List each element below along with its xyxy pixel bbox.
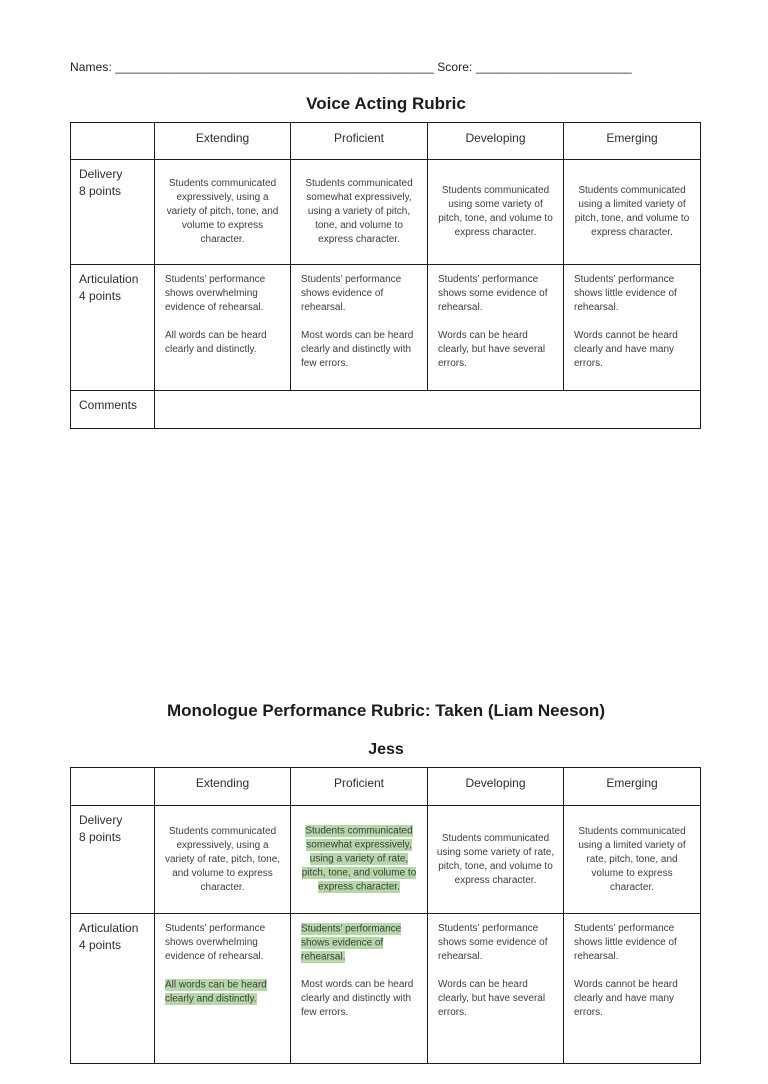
cell-paragraph: Students communicated using some variety… bbox=[436, 832, 555, 888]
rubric-title: Monologue Performance Rubric: Taken (Lia… bbox=[167, 701, 605, 720]
column-header-developing: Developing bbox=[427, 122, 564, 160]
cell-paragraph: Students’ performance shows overwhelming… bbox=[165, 273, 282, 315]
score-underline: _______________________ bbox=[475, 60, 632, 74]
cell-text: Words can be heard clearly, but have sev… bbox=[438, 330, 546, 369]
column-header-extending: Extending bbox=[154, 767, 291, 806]
comments-input-cell bbox=[154, 390, 701, 429]
column-header-proficient: Proficient bbox=[290, 767, 428, 806]
cell-text: Students’ performance shows little evide… bbox=[574, 923, 677, 962]
row-label: Articulation 4 points bbox=[70, 264, 155, 391]
cell-paragraph: All words can be heard clearly and disti… bbox=[165, 978, 282, 1006]
cell-paragraph: Students communicated using a limited va… bbox=[572, 825, 692, 895]
rubric-cell: Students’ performance shows little evide… bbox=[563, 913, 701, 1064]
cell-paragraph: Students communicated using some variety… bbox=[436, 184, 555, 240]
rubric-cell: Students’ performance shows little evide… bbox=[563, 264, 701, 391]
cell-paragraph: Students’ performance shows overwhelming… bbox=[165, 922, 282, 964]
cell-text: Students’ performance shows some evidenc… bbox=[438, 923, 548, 962]
row-label: Articulation 4 points bbox=[70, 913, 155, 1064]
rubric-cell: Students’ performance shows overwhelming… bbox=[154, 264, 291, 391]
cell-paragraph: Students’ performance shows evidence of … bbox=[301, 273, 419, 315]
cell-paragraph: Students’ performance shows evidence of … bbox=[301, 922, 419, 964]
cell-text: Students communicated expressively, usin… bbox=[164, 825, 281, 893]
cell-paragraph: Students’ performance shows little evide… bbox=[574, 273, 692, 315]
rubric-subtitle: Jess bbox=[368, 741, 404, 758]
rubric-cell: Students’ performance shows overwhelming… bbox=[154, 913, 291, 1064]
cell-paragraph: Students’ performance shows some evidenc… bbox=[438, 273, 555, 315]
cell-paragraph: Words cannot be heard clearly and have m… bbox=[574, 329, 692, 371]
cell-paragraph: Students communicated using a limited va… bbox=[572, 184, 692, 240]
cell-text: Students’ performance shows evidence of … bbox=[301, 274, 402, 313]
highlighted-text: Students communicated somewhat expressiv… bbox=[301, 825, 417, 893]
names-label: Names: bbox=[70, 60, 112, 74]
cell-text: Students’ performance shows little evide… bbox=[574, 274, 677, 313]
corner-cell bbox=[70, 767, 155, 806]
column-header-developing: Developing bbox=[427, 767, 564, 806]
highlighted-text: Students’ performance shows evidence of … bbox=[301, 922, 402, 963]
cell-text: Students’ performance shows some evidenc… bbox=[438, 274, 548, 313]
rubric-cell: Students’ performance shows evidence of … bbox=[290, 264, 428, 391]
rubric-cell: Students communicated expressively, usin… bbox=[154, 159, 291, 265]
cell-paragraph: Words cannot be heard clearly and have m… bbox=[574, 978, 692, 1020]
column-header-extending: Extending bbox=[154, 122, 291, 160]
score-label: Score: bbox=[437, 60, 473, 74]
rubric-cell: Students’ performance shows some evidenc… bbox=[427, 913, 564, 1064]
cell-text: Students communicated using some variety… bbox=[438, 185, 553, 238]
column-header-emerging: Emerging bbox=[563, 767, 701, 806]
document-page: Names: _________________________________… bbox=[0, 60, 702, 1064]
cell-text: Students communicated somewhat expressiv… bbox=[305, 178, 413, 245]
rubric-cell: Students communicated somewhat expressiv… bbox=[290, 159, 428, 265]
cell-text: Words cannot be heard clearly and have m… bbox=[574, 979, 678, 1018]
rubric-cell: Students communicated expressively, usin… bbox=[154, 805, 291, 914]
cell-text: Students communicated using a limited va… bbox=[578, 825, 686, 893]
cell-paragraph: Students’ performance shows some evidenc… bbox=[438, 922, 555, 964]
cell-text: Students’ performance shows overwhelming… bbox=[165, 923, 266, 962]
comments-label: Comments bbox=[70, 390, 155, 429]
cell-paragraph: All words can be heard clearly and disti… bbox=[165, 329, 282, 357]
cell-text: Students communicated using a limited va… bbox=[574, 185, 690, 238]
cell-text: Most words can be heard clearly and dist… bbox=[301, 330, 414, 369]
rubric-cell: Students’ performance shows some evidenc… bbox=[427, 264, 564, 391]
cell-paragraph: Students communicated somewhat expressiv… bbox=[299, 177, 419, 247]
cell-paragraph: Students communicated expressively, usin… bbox=[163, 177, 282, 247]
cell-text: Students communicated expressively, usin… bbox=[166, 178, 279, 245]
rubric-cell: Students communicated using a limited va… bbox=[563, 159, 701, 265]
cell-paragraph: Words can be heard clearly, but have sev… bbox=[438, 978, 555, 1020]
rubric-cell: Students’ performance shows evidence of … bbox=[290, 913, 428, 1064]
corner-cell bbox=[70, 122, 155, 160]
names-underline: ________________________________________… bbox=[115, 60, 434, 74]
cell-paragraph: Most words can be heard clearly and dist… bbox=[301, 978, 419, 1020]
cell-paragraph: Students’ performance shows little evide… bbox=[574, 922, 692, 964]
rubric-section: Monologue Performance Rubric: Taken (Lia… bbox=[70, 701, 702, 1064]
cell-paragraph: Students communicated expressively, usin… bbox=[163, 825, 282, 895]
row-label: Delivery 8 points bbox=[70, 159, 155, 265]
cell-paragraph: Words can be heard clearly, but have sev… bbox=[438, 329, 555, 371]
column-header-proficient: Proficient bbox=[290, 122, 428, 160]
column-header-emerging: Emerging bbox=[563, 122, 701, 160]
highlighted-text: All words can be heard clearly and disti… bbox=[165, 978, 267, 1005]
cell-paragraph: Students communicated somewhat expressiv… bbox=[299, 825, 419, 895]
cell-text: Students communicated using some variety… bbox=[436, 832, 555, 886]
cell-text: All words can be heard clearly and disti… bbox=[165, 330, 267, 355]
cell-text: Most words can be heard clearly and dist… bbox=[301, 979, 414, 1018]
rubric-title: Voice Acting Rubric bbox=[306, 94, 466, 113]
rubric-cell: Students communicated using some variety… bbox=[427, 805, 564, 914]
cell-text: Words cannot be heard clearly and have m… bbox=[574, 330, 678, 369]
cell-text: Words can be heard clearly, but have sev… bbox=[438, 979, 546, 1018]
rubric-cell: Students communicated using some variety… bbox=[427, 159, 564, 265]
names-score-line: Names: _________________________________… bbox=[70, 60, 702, 74]
rubric-cell: Students communicated using a limited va… bbox=[563, 805, 701, 914]
rubric-cell: Students communicated somewhat expressiv… bbox=[290, 805, 428, 914]
row-label: Delivery 8 points bbox=[70, 805, 155, 914]
cell-text: Students’ performance shows overwhelming… bbox=[165, 274, 266, 313]
cell-paragraph: Most words can be heard clearly and dist… bbox=[301, 329, 419, 371]
